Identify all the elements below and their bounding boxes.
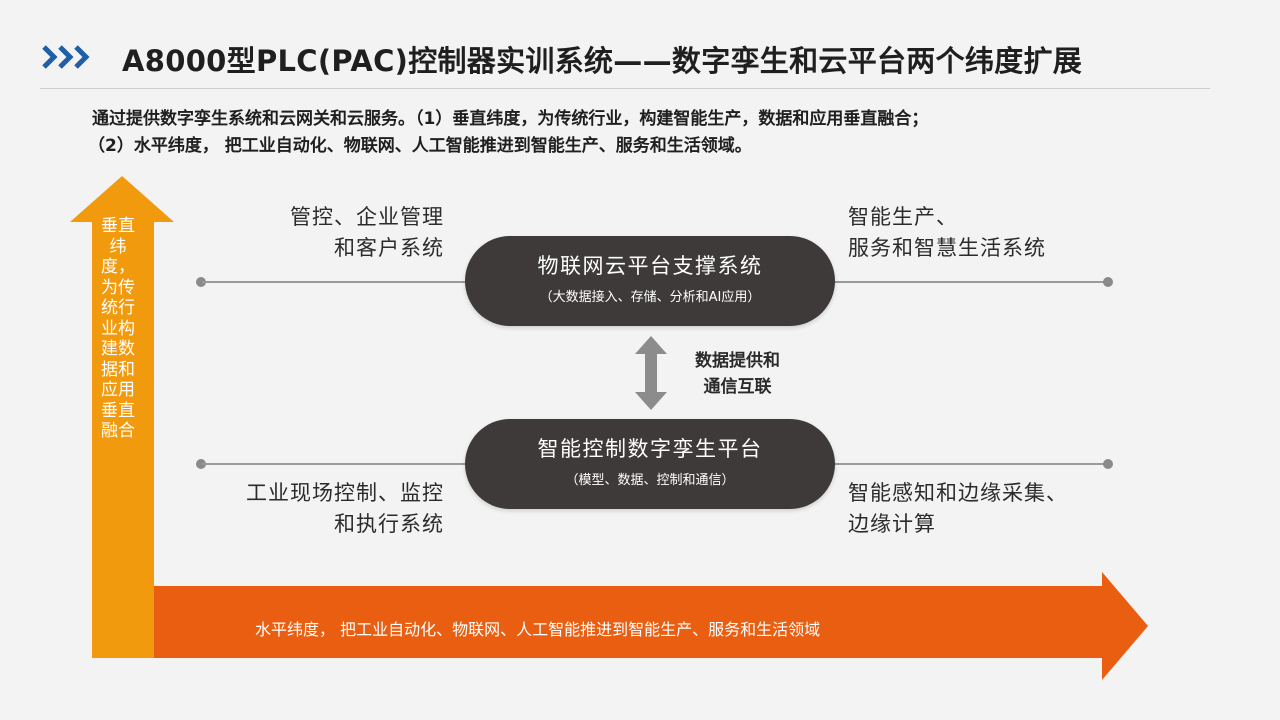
bottom-left-label: 工业现场控制、监控 和执行系统 xyxy=(246,478,444,540)
line-endpoint-dot xyxy=(1103,277,1113,287)
top-left-line-1: 管控、企业管理 xyxy=(290,205,444,229)
digital-twin-platform-subtitle: （模型、数据、控制和通信） xyxy=(565,473,735,488)
data-communication-line-1: 数据提供和 xyxy=(695,351,780,371)
bottom-right-label: 智能感知和边缘采集、 边缘计算 xyxy=(848,478,1068,540)
data-communication-label: 数据提供和 通信互联 xyxy=(695,348,780,400)
bottom-right-line-1: 智能感知和边缘采集、 xyxy=(848,481,1068,505)
top-right-line-2: 服务和智慧生活系统 xyxy=(848,236,1046,260)
top-right-line-1: 智能生产、 xyxy=(848,205,958,229)
digital-twin-platform-box: 智能控制数字孪生平台 （模型、数据、控制和通信） xyxy=(465,419,835,509)
iot-cloud-platform-box: 物联网云平台支撑系统 （大数据接入、存储、分析和AI应用） xyxy=(465,236,835,326)
bottom-left-line-1: 工业现场控制、监控 xyxy=(246,481,444,505)
double-arrow-icon xyxy=(635,336,667,410)
bottom-right-line-2: 边缘计算 xyxy=(848,512,936,536)
intro-line-2: （2）水平纬度， 把工业自动化、物联网、人工智能推进到智能生产、服务和生活领域。 xyxy=(88,136,752,156)
top-right-label: 智能生产、 服务和智慧生活系统 xyxy=(848,202,1046,264)
data-communication-line-2: 通信互联 xyxy=(703,377,772,397)
vertical-axis-label: 垂直纬度，为传统行业构建数据和应用垂直融合 xyxy=(101,216,135,441)
line-endpoint-dot xyxy=(196,459,206,469)
horizontal-axis-arrow xyxy=(92,572,1148,680)
vertical-axis-arrow xyxy=(70,176,174,658)
title-bar: A8000型PLC(PAC)控制器实训系统——数字孪生和云平台两个纬度扩展 xyxy=(40,32,1210,89)
page-title: A8000型PLC(PAC)控制器实训系统——数字孪生和云平台两个纬度扩展 xyxy=(122,44,1083,78)
bottom-left-line-2: 和执行系统 xyxy=(334,512,444,536)
line-endpoint-dot xyxy=(1103,459,1113,469)
line-endpoint-dot xyxy=(196,277,206,287)
intro-line-1: 通过提供数字孪生系统和云网关和云服务。（1）垂直纬度，为传统行业，构建智能生产，… xyxy=(92,109,929,129)
iot-cloud-platform-subtitle: （大数据接入、存储、分析和AI应用） xyxy=(539,290,761,305)
top-left-line-2: 和客户系统 xyxy=(334,236,444,260)
digital-twin-platform-title: 智能控制数字孪生平台 xyxy=(537,437,763,461)
horizontal-axis-label: 水平纬度， 把工业自动化、物联网、人工智能推进到智能生产、服务和生活领域 xyxy=(255,620,821,639)
top-left-label: 管控、企业管理 和客户系统 xyxy=(290,202,444,264)
chevron-right-icon xyxy=(42,45,90,69)
iot-cloud-platform-title: 物联网云平台支撑系统 xyxy=(537,254,763,278)
